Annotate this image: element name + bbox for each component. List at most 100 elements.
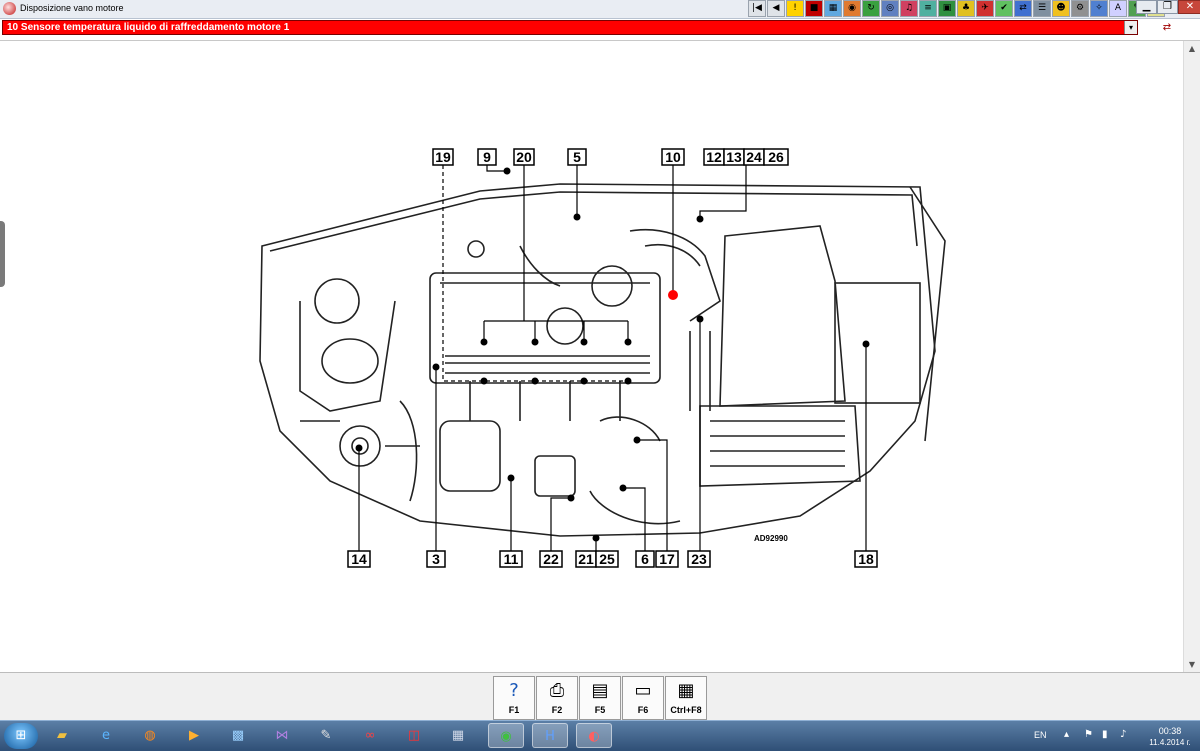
label-26[interactable]: 26 xyxy=(763,148,789,166)
taskbar-editor-icon[interactable]: ✎ xyxy=(320,728,332,743)
svg-text:5: 5 xyxy=(573,149,581,165)
svg-text:6: 6 xyxy=(641,551,649,567)
tool-icon-7[interactable]: ▣ xyxy=(938,0,956,17)
volume-icon[interactable]: ♪ xyxy=(1120,729,1127,740)
label-3[interactable]: 3 xyxy=(426,550,446,568)
svg-text:13: 13 xyxy=(726,149,742,165)
tool-icon-4[interactable]: ◎ xyxy=(881,0,899,17)
minimize-button[interactable]: ▁ xyxy=(1136,0,1157,14)
print-icon: ⎙ xyxy=(549,680,565,701)
start-button[interactable]: ⊞ xyxy=(4,723,38,749)
show-hidden-icons-icon[interactable]: ▴ xyxy=(1064,729,1070,740)
taskbar-calculator-icon[interactable]: ▦ xyxy=(451,728,465,743)
tool-icon-3[interactable]: ↻ xyxy=(862,0,880,17)
label-11[interactable]: 11 xyxy=(499,550,523,568)
title-bar: Disposizione vano motore |◀◀!■▦◉↻◎♫≡▣♣✈✔… xyxy=(0,0,1200,19)
taskbar-media-player-icon[interactable]: ▶ xyxy=(189,728,199,743)
highlighted-sensor-dot[interactable] xyxy=(668,290,678,300)
f6-printer-button[interactable]: ▭ F6 xyxy=(622,676,664,720)
tool-icon-5[interactable]: ♫ xyxy=(900,0,918,17)
label-24[interactable]: 24 xyxy=(743,148,765,166)
window-title: Disposizione vano motore xyxy=(20,3,124,13)
taskbar-red-app-icon[interactable]: ◫ xyxy=(407,728,421,743)
close-button[interactable]: ✕ xyxy=(1178,0,1200,14)
taskbar-visual-studio-icon[interactable]: ⋈ xyxy=(275,728,289,743)
app-icon xyxy=(3,2,16,15)
svg-text:24: 24 xyxy=(746,149,762,165)
taskbar-dongle-tool-icon[interactable]: ∞ xyxy=(364,728,376,743)
label-20[interactable]: 20 xyxy=(513,148,535,166)
tool-icon-10[interactable]: ✔ xyxy=(995,0,1013,17)
f5-document-button[interactable]: ▤ F5 xyxy=(579,676,621,720)
label-19[interactable]: 19 xyxy=(432,148,454,166)
svg-text:3: 3 xyxy=(432,551,440,567)
label-18[interactable]: 18 xyxy=(854,550,878,568)
svg-text:10: 10 xyxy=(665,149,681,165)
label-13[interactable]: 13 xyxy=(723,148,745,166)
taskbar-h-app-icon[interactable]: H xyxy=(532,723,568,748)
svg-text:25: 25 xyxy=(599,551,615,567)
tool-icon-15[interactable]: ✧ xyxy=(1090,0,1108,17)
tool-icon-6[interactable]: ≡ xyxy=(919,0,937,17)
taskbar-internet-explorer-icon[interactable]: e xyxy=(102,728,110,743)
component-select[interactable]: 10 Sensore temperatura liquido di raffre… xyxy=(2,20,1138,35)
taskbar-image-viewer-icon[interactable]: ▩ xyxy=(231,728,245,743)
label-17[interactable]: 17 xyxy=(655,550,679,568)
svg-text:21: 21 xyxy=(578,551,594,567)
tool-icon-12[interactable]: ☰ xyxy=(1033,0,1051,17)
network-icon[interactable]: ▮ xyxy=(1102,729,1108,740)
label-14[interactable]: 14 xyxy=(347,550,371,568)
f1-help-button[interactable]: ? F1 xyxy=(493,676,535,720)
tool-icon-1[interactable]: ▦ xyxy=(824,0,842,17)
action-center-icon[interactable]: ⚑ xyxy=(1084,729,1093,740)
system-tray: EN ▴ ⚑ ▮ ♪ 00:38 11.4.2014 г. xyxy=(1030,721,1200,751)
tool-icon-2[interactable]: ◉ xyxy=(843,0,861,17)
stop-icon[interactable]: ■ xyxy=(805,0,823,17)
label-10[interactable]: 10 xyxy=(661,148,685,166)
component-select-value: 10 Sensore temperatura liquido di raffre… xyxy=(7,22,290,33)
chevron-down-icon[interactable]: ▾ xyxy=(1124,21,1137,34)
label-12[interactable]: 12 xyxy=(703,148,725,166)
tool-icon-9[interactable]: ✈ xyxy=(976,0,994,17)
function-key-bar: ? F1 ⎙ F2 ▤ F5 ▭ F6 ▦ Ctrl+F8 xyxy=(0,672,1200,721)
tool-icon-13[interactable]: ☻ xyxy=(1052,0,1070,17)
label-5[interactable]: 5 xyxy=(567,148,587,166)
f2-print-button[interactable]: ⎙ F2 xyxy=(536,676,578,720)
tool-icon-8[interactable]: ♣ xyxy=(957,0,975,17)
svg-text:19: 19 xyxy=(435,149,451,165)
maximize-button[interactable]: ❐ xyxy=(1157,0,1178,14)
label-21[interactable]: 21 xyxy=(575,550,597,568)
prev-page-icon[interactable]: ◀ xyxy=(767,0,785,17)
vertical-scrollbar[interactable]: ▲ ▼ xyxy=(1183,41,1200,673)
label-25[interactable]: 25 xyxy=(595,550,619,568)
taskbar-chrome-icon[interactable]: ◉ xyxy=(488,723,524,748)
engine-bay-diagram: AD92990 19 9 20 5 10 12 13 24 26 14 3 11… xyxy=(259,148,946,568)
switch-view-icon[interactable]: ⇄ xyxy=(1162,22,1172,33)
taskbar-elsawin-icon[interactable]: ◐ xyxy=(576,723,612,748)
svg-text:12: 12 xyxy=(706,149,722,165)
label-6[interactable]: 6 xyxy=(635,550,655,568)
tool-icon-14[interactable]: ⚙ xyxy=(1071,0,1089,17)
tool-icon-16[interactable]: A xyxy=(1109,0,1127,17)
ctrl-f8-table-button[interactable]: ▦ Ctrl+F8 xyxy=(665,676,707,720)
leader-lines xyxy=(358,165,867,551)
language-indicator[interactable]: EN xyxy=(1034,730,1047,740)
svg-text:11: 11 xyxy=(504,551,519,567)
label-9[interactable]: 9 xyxy=(477,148,497,166)
scroll-up-icon[interactable]: ▲ xyxy=(1188,44,1196,53)
warning-icon[interactable]: ! xyxy=(786,0,804,17)
svg-text:23: 23 xyxy=(691,551,707,567)
taskbar-explorer-icon[interactable]: ▰ xyxy=(57,728,67,743)
svg-text:17: 17 xyxy=(659,551,675,567)
tool-icon-11[interactable]: ⇄ xyxy=(1014,0,1032,17)
first-page-icon[interactable]: |◀ xyxy=(748,0,766,17)
clock-time[interactable]: 00:38 xyxy=(1158,726,1182,736)
clock-date[interactable]: 11.4.2014 г. xyxy=(1149,738,1191,747)
scroll-down-icon[interactable]: ▼ xyxy=(1188,660,1196,669)
diagram-viewport: AD92990 19 9 20 5 10 12 13 24 26 14 3 11… xyxy=(0,40,1200,673)
label-23[interactable]: 23 xyxy=(687,550,711,568)
side-panel-handle[interactable] xyxy=(0,221,5,287)
taskbar-firefox-icon[interactable]: ◍ xyxy=(144,728,156,743)
label-22[interactable]: 22 xyxy=(539,550,563,568)
engine-drawing xyxy=(259,183,946,537)
